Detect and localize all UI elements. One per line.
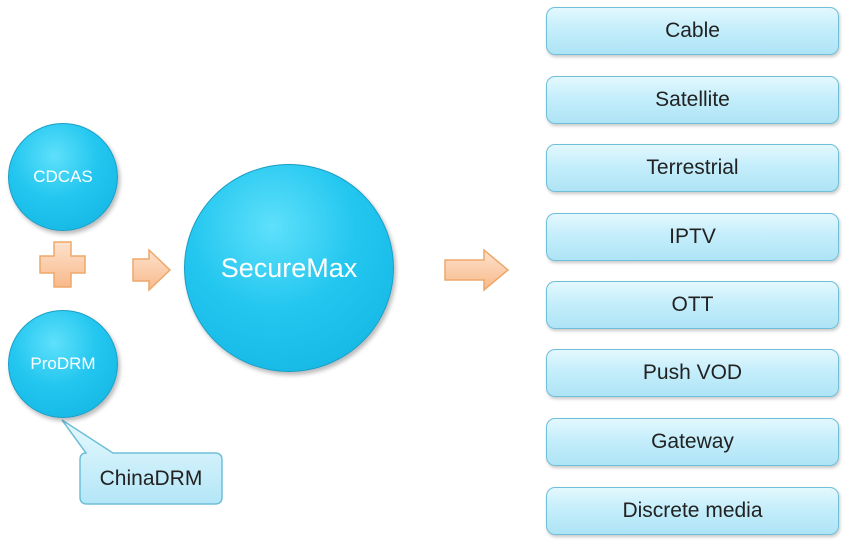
target-label: Satellite <box>655 88 730 111</box>
chinadrm-label: ChinaDRM <box>99 466 203 490</box>
target-terrestrial: Terrestrial <box>546 144 839 192</box>
target-label: Push VOD <box>642 361 743 384</box>
target-ott: OTT <box>546 281 839 329</box>
target-label: OTT <box>671 293 714 316</box>
chinadrm-callout: ChinaDRM <box>80 453 222 504</box>
prodrm-label: ProDRM <box>30 354 96 373</box>
cdcas-node: CDCAS <box>8 123 118 231</box>
securemax-label: SecureMax <box>220 252 358 283</box>
cdcas-label: CDCAS <box>33 167 93 186</box>
target-label: Gateway <box>651 430 734 453</box>
target-discrete-media: Discrete media <box>546 487 839 535</box>
arrow-right-icon <box>132 248 172 292</box>
arrow-right-large-icon <box>444 248 510 292</box>
target-label: Cable <box>665 19 720 42</box>
target-cable: Cable <box>546 7 839 55</box>
target-satellite: Satellite <box>546 76 839 124</box>
chinadrm-callout-shape <box>61 419 223 505</box>
securemax-node: SecureMax <box>184 164 394 372</box>
target-iptv: IPTV <box>546 213 839 261</box>
target-push-vod: Push VOD <box>546 349 839 397</box>
prodrm-node: ProDRM <box>8 310 118 418</box>
target-label: IPTV <box>669 225 716 248</box>
plus-icon <box>39 241 86 288</box>
target-label: Discrete media <box>622 499 763 522</box>
target-label: Terrestrial <box>646 156 739 179</box>
target-gateway: Gateway <box>546 418 839 466</box>
